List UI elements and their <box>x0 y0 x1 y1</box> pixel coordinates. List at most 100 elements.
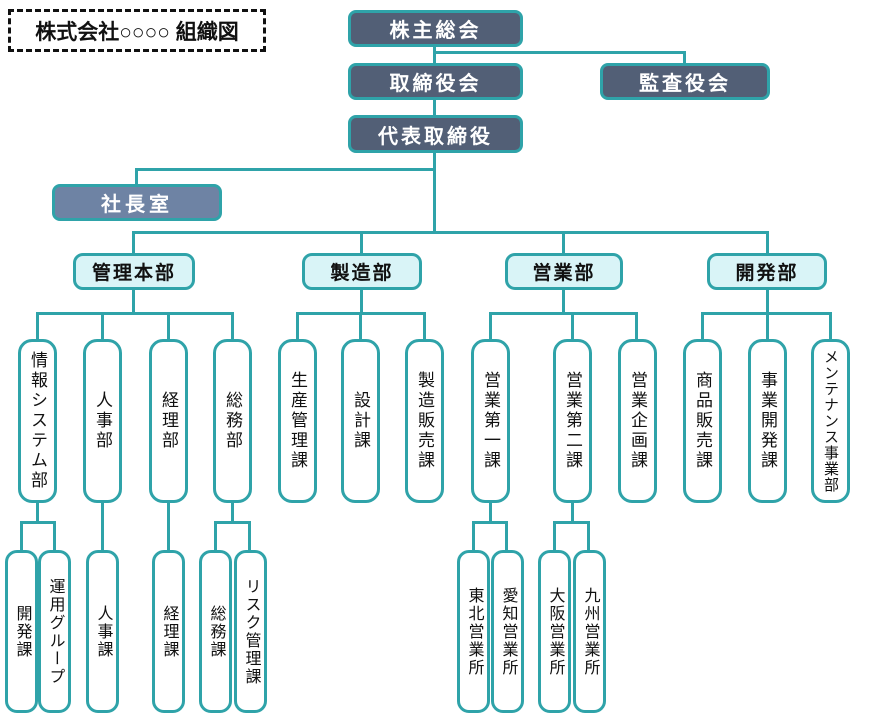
node-unit-risk-kanri-ka: リスク管理課 <box>234 550 267 713</box>
node-label: リスク管理課 <box>242 577 260 686</box>
node-label: 開発部 <box>735 263 799 284</box>
connector <box>472 521 508 524</box>
node-label: 人事部 <box>93 391 112 451</box>
connector <box>360 290 363 315</box>
node-division-maintenance-jigyobu: メンテナンス事業部 <box>811 339 850 503</box>
node-label: 総務課 <box>207 604 225 659</box>
node-shareholders-meeting: 株主総会 <box>348 10 523 47</box>
connector <box>296 312 299 339</box>
connector <box>571 312 574 339</box>
node-division-jigyo-kaihatsu-ka: 事業開発課 <box>748 339 787 503</box>
node-division-seisan-kanri-ka: 生産管理課 <box>278 339 317 503</box>
node-division-eigyo-kikaku-ka: 営業企画課 <box>618 339 657 503</box>
connector <box>571 503 574 524</box>
connector <box>101 312 104 339</box>
connector <box>167 503 170 550</box>
node-label: 人事課 <box>94 604 112 659</box>
connector <box>434 51 686 54</box>
node-label: 経理課 <box>160 604 178 659</box>
connector <box>553 521 590 524</box>
connector <box>433 47 436 64</box>
node-label: 情報システム部 <box>28 351 47 491</box>
connector <box>132 290 135 315</box>
connector <box>635 312 638 339</box>
node-unit-aichi-eigyosho: 愛知営業所 <box>491 550 524 713</box>
node-unit-somu-ka: 総務課 <box>199 550 232 713</box>
node-label: 設計課 <box>351 391 370 451</box>
connector <box>433 100 436 115</box>
connector <box>489 312 638 315</box>
connector <box>20 521 23 550</box>
node-unit-jinji-ka: 人事課 <box>86 550 119 713</box>
node-dept-eigyo: 営業部 <box>505 253 623 290</box>
node-label: 営業第一課 <box>481 371 500 471</box>
node-dept-kaihatsu: 開発部 <box>707 253 827 290</box>
node-label: 事業開発課 <box>758 371 777 471</box>
connector <box>562 231 565 253</box>
node-label: 営業企画課 <box>628 371 647 471</box>
node-label: 九州営業所 <box>581 586 599 677</box>
node-label: 製造販売課 <box>415 371 434 471</box>
node-label: 生産管理課 <box>288 371 307 471</box>
node-label: 東北営業所 <box>465 586 483 677</box>
node-label: 営業第二課 <box>563 371 582 471</box>
connector <box>766 231 769 253</box>
node-presidents-office: 社長室 <box>52 184 222 221</box>
node-label: 製造部 <box>330 263 394 284</box>
connector <box>132 231 135 253</box>
node-label: 株主総会 <box>389 20 482 42</box>
connector <box>701 312 704 339</box>
connector <box>214 521 217 550</box>
connector <box>472 521 475 550</box>
connector <box>248 521 251 550</box>
node-label: 総務部 <box>223 391 242 451</box>
connector <box>135 168 435 171</box>
node-division-eigyo-dai1-ka: 営業第一課 <box>471 339 510 503</box>
node-dept-kanri-honbu: 管理本部 <box>73 253 195 290</box>
chart-title: 株式会社○○○○ 組織図 <box>8 9 266 52</box>
node-label: 取締役会 <box>389 73 482 95</box>
connector <box>360 231 363 253</box>
node-label: 愛知営業所 <box>499 586 517 677</box>
node-unit-osaka-eigyosho: 大阪営業所 <box>538 550 571 713</box>
connector <box>489 503 492 524</box>
node-division-shohin-hanbai-ka: 商品販売課 <box>683 339 722 503</box>
node-label: 経理部 <box>159 391 178 451</box>
connector <box>20 521 56 524</box>
node-unit-kaihatsu-ka: 開発課 <box>5 550 38 713</box>
connector <box>359 312 362 339</box>
node-label: 運用グループ <box>46 577 64 686</box>
node-unit-unyo-group: 運用グループ <box>38 550 71 713</box>
connector <box>36 503 39 524</box>
connector <box>423 312 426 339</box>
node-label: 管理本部 <box>91 263 176 284</box>
node-division-sekkei-ka: 設計課 <box>341 339 380 503</box>
connector <box>132 231 769 234</box>
node-label: 営業部 <box>532 263 596 284</box>
connector <box>135 168 138 184</box>
connector <box>766 290 769 315</box>
connector <box>36 312 39 339</box>
connector <box>433 153 436 234</box>
connector <box>214 521 251 524</box>
node-label: 開発課 <box>13 604 31 659</box>
connector <box>829 312 832 339</box>
node-label: 代表取締役 <box>378 125 493 148</box>
connector <box>101 503 104 550</box>
connector <box>553 521 556 550</box>
node-unit-keiri-ka: 経理課 <box>152 550 185 713</box>
node-label: 社長室 <box>101 194 173 216</box>
node-division-jinji-bu: 人事部 <box>83 339 122 503</box>
node-audit-board: 監査役会 <box>600 63 770 100</box>
connector <box>167 312 170 339</box>
connector <box>505 521 508 550</box>
node-label: 商品販売課 <box>693 371 712 471</box>
connector <box>231 503 234 524</box>
node-division-eigyo-dai2-ka: 営業第二課 <box>553 339 592 503</box>
node-representative-director: 代表取締役 <box>348 115 523 153</box>
node-unit-tohoku-eigyosho: 東北営業所 <box>457 550 490 713</box>
connector <box>36 312 234 315</box>
connector <box>683 51 686 63</box>
connector <box>587 521 590 550</box>
